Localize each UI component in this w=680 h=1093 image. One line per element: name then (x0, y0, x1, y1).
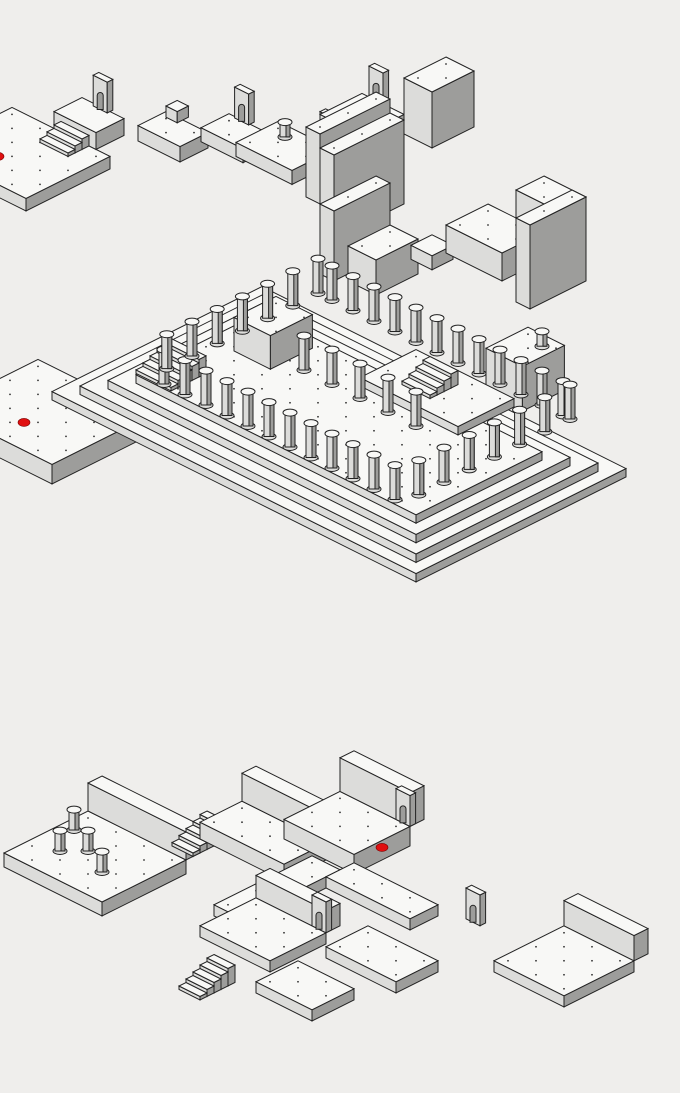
colonnade-column (282, 408, 298, 451)
colonnade-column (513, 356, 529, 399)
colonnade-column (324, 429, 340, 472)
map-1-upper-ruins (0, 56, 588, 310)
east-chamber-wall (562, 893, 650, 962)
red-start-marker[interactable] (17, 418, 31, 427)
colonnade-column (366, 450, 382, 493)
small-plinth (164, 99, 190, 124)
arched-door-1 (233, 83, 256, 126)
south-room (254, 960, 356, 1022)
colonnade-column (380, 373, 396, 416)
colonnade-column (345, 440, 361, 483)
colonnade-column (537, 393, 553, 436)
colonnade-column (198, 366, 214, 409)
colonnade-column (234, 292, 250, 335)
map-3-dungeon (2, 750, 650, 1022)
red-start-marker[interactable] (375, 843, 389, 852)
south-stair (177, 953, 237, 1001)
colonnade-column (219, 377, 235, 420)
colonnade-column (324, 345, 340, 388)
colonnade-column (260, 279, 276, 323)
colonnade-column (261, 398, 277, 441)
courtyard (2, 810, 188, 917)
chapel (198, 897, 328, 973)
colonnade-column (352, 359, 368, 402)
tall-tower (402, 56, 476, 149)
colonnade-column (512, 405, 528, 449)
colonnade-column (461, 431, 477, 474)
courtyard-statue (66, 805, 82, 834)
colonnade-column (408, 387, 424, 430)
colonnade-column (471, 335, 487, 378)
colonnade-column (324, 261, 340, 304)
colonnade-column (492, 345, 508, 388)
hall-east (324, 925, 440, 994)
dungeon-door-2 (310, 891, 333, 934)
courtyard-statue (80, 826, 96, 855)
colonnade-column (429, 314, 445, 357)
colonnade-column (303, 419, 319, 462)
colonnade-column (366, 282, 382, 325)
colonnade-column (411, 456, 427, 499)
courtyard-statue (52, 826, 68, 855)
colonnade-column (296, 331, 312, 374)
corridor-east (324, 862, 440, 931)
colonnade-column (184, 317, 200, 360)
rubble-step (409, 234, 455, 271)
dungeon-door-1 (394, 785, 417, 828)
courtyard-statue (94, 847, 110, 876)
altar-statue (534, 327, 550, 351)
colonnade-column (240, 387, 256, 430)
colonnade-column (450, 324, 466, 367)
statue-plinth (277, 118, 293, 141)
colonnade-column (159, 330, 175, 373)
walkway-1 (136, 111, 210, 163)
colonnade-column (486, 418, 502, 461)
stair-step (177, 981, 209, 1001)
map-2-temple (0, 254, 628, 583)
colonnade-column (177, 356, 193, 399)
shrine-stairs (38, 120, 91, 158)
colonnade-column (562, 380, 578, 423)
colonnade-column (436, 443, 452, 486)
colonnade-column (285, 267, 301, 310)
colonnade-column (387, 293, 403, 336)
colonnade-column (387, 461, 403, 504)
colonnade-column (209, 305, 225, 348)
stair-step (38, 134, 77, 158)
colonnade-column (345, 272, 361, 315)
dungeon-door-3 (464, 884, 487, 927)
colonnade-column (310, 254, 326, 297)
shrine-door (92, 71, 114, 114)
red-start-marker[interactable] (0, 152, 5, 161)
colonnade-column (408, 303, 424, 346)
stair-step (170, 838, 202, 858)
east-pillar (514, 189, 588, 310)
